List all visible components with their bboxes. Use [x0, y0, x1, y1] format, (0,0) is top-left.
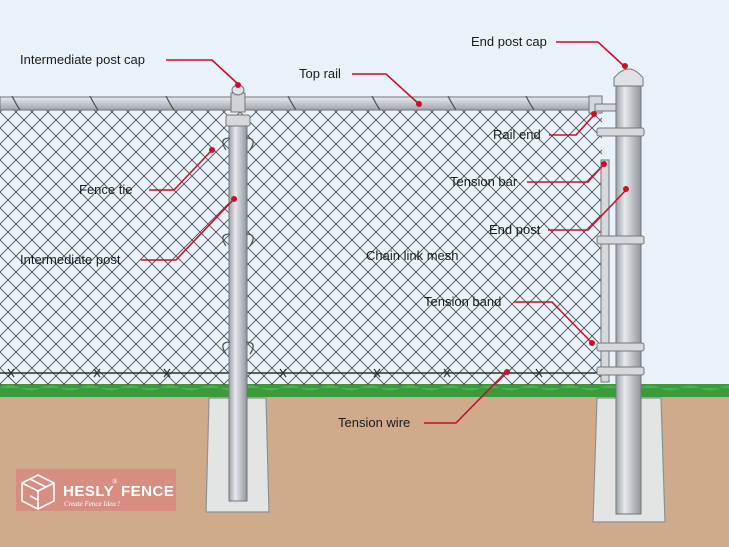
label-end-post: End post	[489, 222, 541, 237]
label-rail-end: Rail end	[493, 127, 541, 142]
watermark-registered: ®	[112, 478, 118, 486]
watermark-brand: HESLY	[63, 483, 114, 500]
watermark-tagline: Create Fence Idea !	[64, 500, 121, 508]
intermediate-post-cap	[230, 92, 246, 113]
tension-bar	[600, 159, 610, 383]
label-chain-link-mesh: Chain link mesh	[366, 248, 459, 263]
cube-logo-icon	[21, 474, 55, 510]
label-intermediate-post: Intermediate post	[20, 252, 121, 267]
label-tension-bar: Tension bar	[450, 174, 518, 189]
label-fence-tie: Fence tie	[79, 182, 132, 197]
top-rail	[0, 96, 599, 111]
watermark-logo: HESLY ® FENCE Create Fence Idea !	[16, 469, 176, 511]
chain-link-mesh	[0, 108, 602, 385]
tension-bands	[596, 127, 645, 376]
label-tension-wire: Tension wire	[338, 415, 410, 430]
end-post-cap	[613, 68, 644, 87]
leader-lines	[141, 41, 629, 424]
intermediate-post	[228, 117, 248, 502]
label-end-post-cap: End post cap	[471, 34, 547, 49]
fence-ties	[222, 137, 254, 355]
label-tension-band: Tension band	[424, 294, 501, 309]
label-intermediate-post-cap: Intermediate post cap	[20, 52, 145, 67]
label-top-rail: Top rail	[299, 66, 341, 81]
watermark-brand-suffix: FENCE	[121, 483, 174, 500]
grass-strip	[0, 384, 729, 397]
end-post	[615, 83, 642, 515]
